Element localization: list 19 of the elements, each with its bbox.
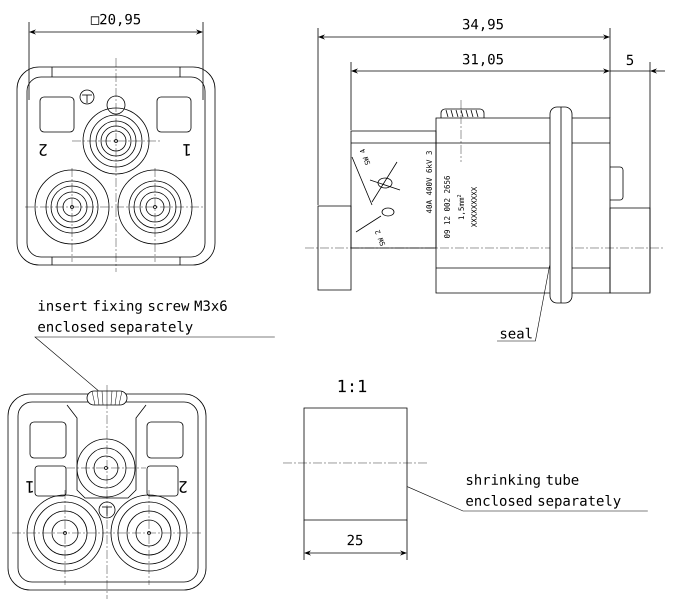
dimension-text: 34,95 xyxy=(462,18,503,32)
callout-text: seal xyxy=(500,328,532,339)
seal xyxy=(550,106,572,304)
screw xyxy=(86,390,128,406)
dimension-text: 5 xyxy=(626,54,634,66)
dimension-text: 31,05 xyxy=(462,54,503,66)
scale-text: 1:1 xyxy=(338,380,366,392)
leader-line xyxy=(496,265,550,342)
callout-text: shrinking tube enclosed separately xyxy=(466,474,621,509)
dimension-text: □20,95 xyxy=(90,14,140,26)
pin-number: 2 xyxy=(180,481,187,493)
pin-number: 2 xyxy=(40,144,47,156)
shrinking-tube xyxy=(304,408,408,520)
leader-line xyxy=(34,336,276,391)
leader-line xyxy=(407,486,648,512)
callout-text: insert fixing screw M3x6 enclosed separately xyxy=(38,300,227,335)
pin-number: 1 xyxy=(183,144,190,156)
pin-number: 1 xyxy=(26,481,33,493)
dimension-text: 25 xyxy=(348,534,362,546)
